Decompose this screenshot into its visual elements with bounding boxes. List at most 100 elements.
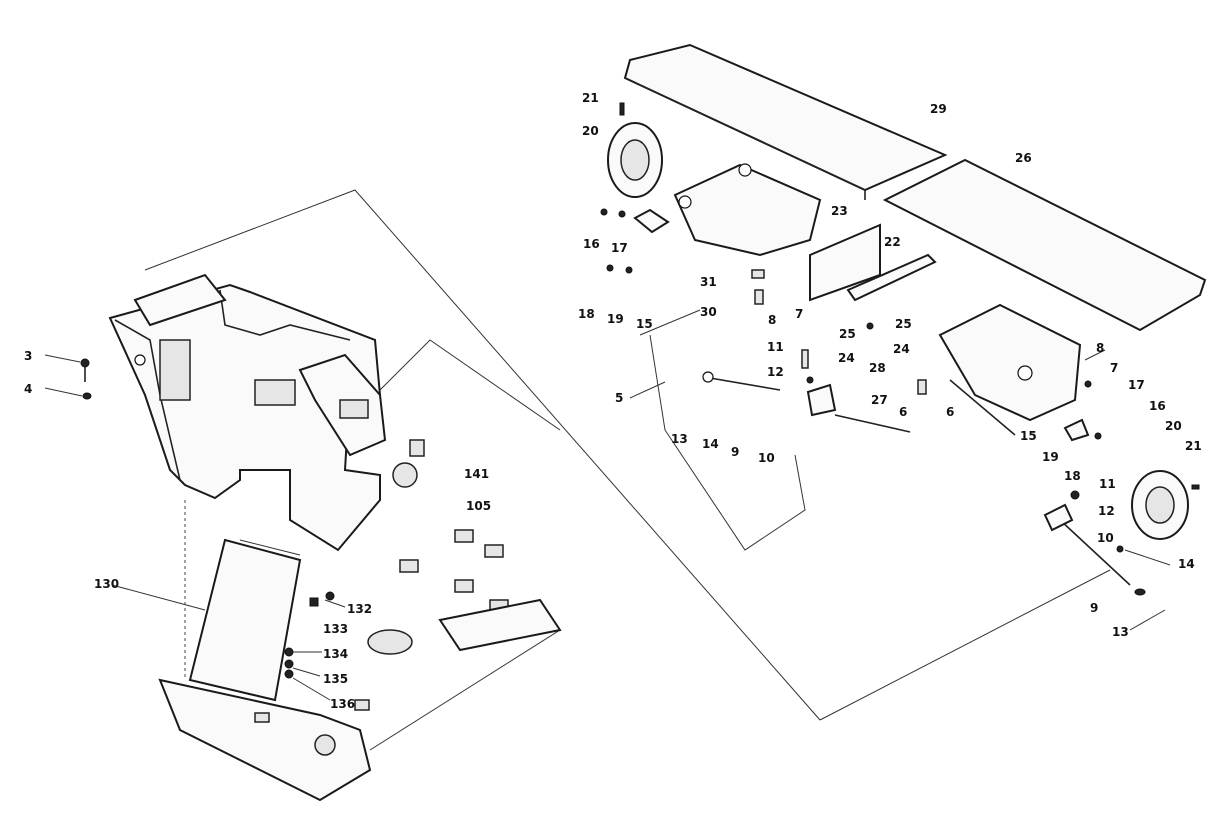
hole xyxy=(678,195,692,209)
panel-edge xyxy=(239,539,301,556)
washer xyxy=(702,371,714,383)
frame-edge xyxy=(114,319,181,481)
washer xyxy=(284,659,294,669)
callout: 21 xyxy=(582,91,599,105)
callout: 18 xyxy=(1064,469,1081,483)
leader xyxy=(292,667,321,677)
bracket xyxy=(633,208,670,234)
left-assembly xyxy=(44,189,821,802)
table-base-casting xyxy=(673,163,822,257)
gib-strip xyxy=(846,253,937,302)
washer xyxy=(866,322,874,330)
leader xyxy=(639,309,701,336)
hole xyxy=(1017,365,1033,381)
callout: 141 xyxy=(464,467,489,481)
handle-pin xyxy=(619,102,625,116)
handwheel-hub xyxy=(620,139,650,181)
motor-mount xyxy=(438,598,562,652)
callout: 19 xyxy=(607,312,624,326)
callout: 6 xyxy=(899,405,907,419)
rod xyxy=(949,379,1016,436)
callout: 16 xyxy=(1149,399,1166,413)
washer xyxy=(325,591,335,601)
callout: 4 xyxy=(24,382,32,396)
screw xyxy=(606,264,614,272)
outline-line xyxy=(819,569,1111,721)
rod xyxy=(709,377,781,391)
callout: 105 xyxy=(466,499,491,513)
washer xyxy=(1116,545,1124,553)
washer xyxy=(1134,588,1146,596)
hole xyxy=(134,354,146,366)
outfeed-table xyxy=(882,158,1207,332)
callout: 31 xyxy=(700,275,717,289)
bolt xyxy=(801,349,809,369)
callout: 14 xyxy=(702,437,719,451)
callout: 29 xyxy=(930,102,947,116)
callout: 27 xyxy=(871,393,888,407)
rod xyxy=(834,414,911,433)
base-casting xyxy=(158,678,372,802)
right-assembly xyxy=(600,43,1207,721)
pad xyxy=(399,559,419,573)
callout: 12 xyxy=(1098,504,1115,518)
leader xyxy=(1129,609,1166,631)
washer xyxy=(806,376,814,384)
callout: 25 xyxy=(895,317,912,331)
washer xyxy=(82,392,92,400)
screw xyxy=(309,597,319,607)
callout: 9 xyxy=(1090,601,1098,615)
callout: 11 xyxy=(1099,477,1116,491)
leader xyxy=(629,381,666,399)
callout: 24 xyxy=(893,342,910,356)
callout: 20 xyxy=(582,124,599,138)
leader xyxy=(1124,549,1171,566)
callout: 132 xyxy=(347,602,372,616)
bolt xyxy=(917,379,927,395)
callout: 11 xyxy=(767,340,784,354)
leader xyxy=(44,387,83,397)
bracket xyxy=(1063,418,1090,442)
infeed-table xyxy=(623,43,948,192)
callout: 12 xyxy=(767,365,784,379)
callout: 8 xyxy=(768,313,776,327)
rod xyxy=(1059,519,1131,586)
callout: 25 xyxy=(839,327,856,341)
nut xyxy=(751,269,765,279)
bracket xyxy=(1043,503,1074,532)
leader xyxy=(292,677,331,701)
washer xyxy=(1094,432,1102,440)
switch-knob xyxy=(392,462,418,488)
washer xyxy=(625,266,633,274)
block xyxy=(806,383,837,417)
callout: 24 xyxy=(838,351,855,365)
washer xyxy=(618,210,626,218)
callout: 6 xyxy=(946,405,954,419)
callout: 8 xyxy=(1096,341,1104,355)
callout: 15 xyxy=(636,317,653,331)
callout: 7 xyxy=(795,307,803,321)
callout: 7 xyxy=(1110,361,1118,375)
bracket xyxy=(159,339,191,401)
callout: 20 xyxy=(1165,419,1182,433)
pad xyxy=(454,529,474,543)
callout: 5 xyxy=(615,391,623,405)
callout: 28 xyxy=(869,361,886,375)
callout: 16 xyxy=(583,237,600,251)
outline-line xyxy=(379,339,561,431)
bracket xyxy=(254,379,296,406)
washer xyxy=(284,669,294,679)
callout: 133 xyxy=(323,622,348,636)
callout: 13 xyxy=(671,432,688,446)
pad xyxy=(354,699,370,711)
callout: 26 xyxy=(1015,151,1032,165)
outline-line xyxy=(144,189,821,721)
pad xyxy=(454,579,474,593)
pin xyxy=(1191,484,1200,490)
washer xyxy=(1070,490,1080,500)
callout: 22 xyxy=(884,235,901,249)
callout: 130 xyxy=(94,577,119,591)
frame-edge xyxy=(219,289,351,341)
outfeed-base-casting xyxy=(938,303,1082,422)
